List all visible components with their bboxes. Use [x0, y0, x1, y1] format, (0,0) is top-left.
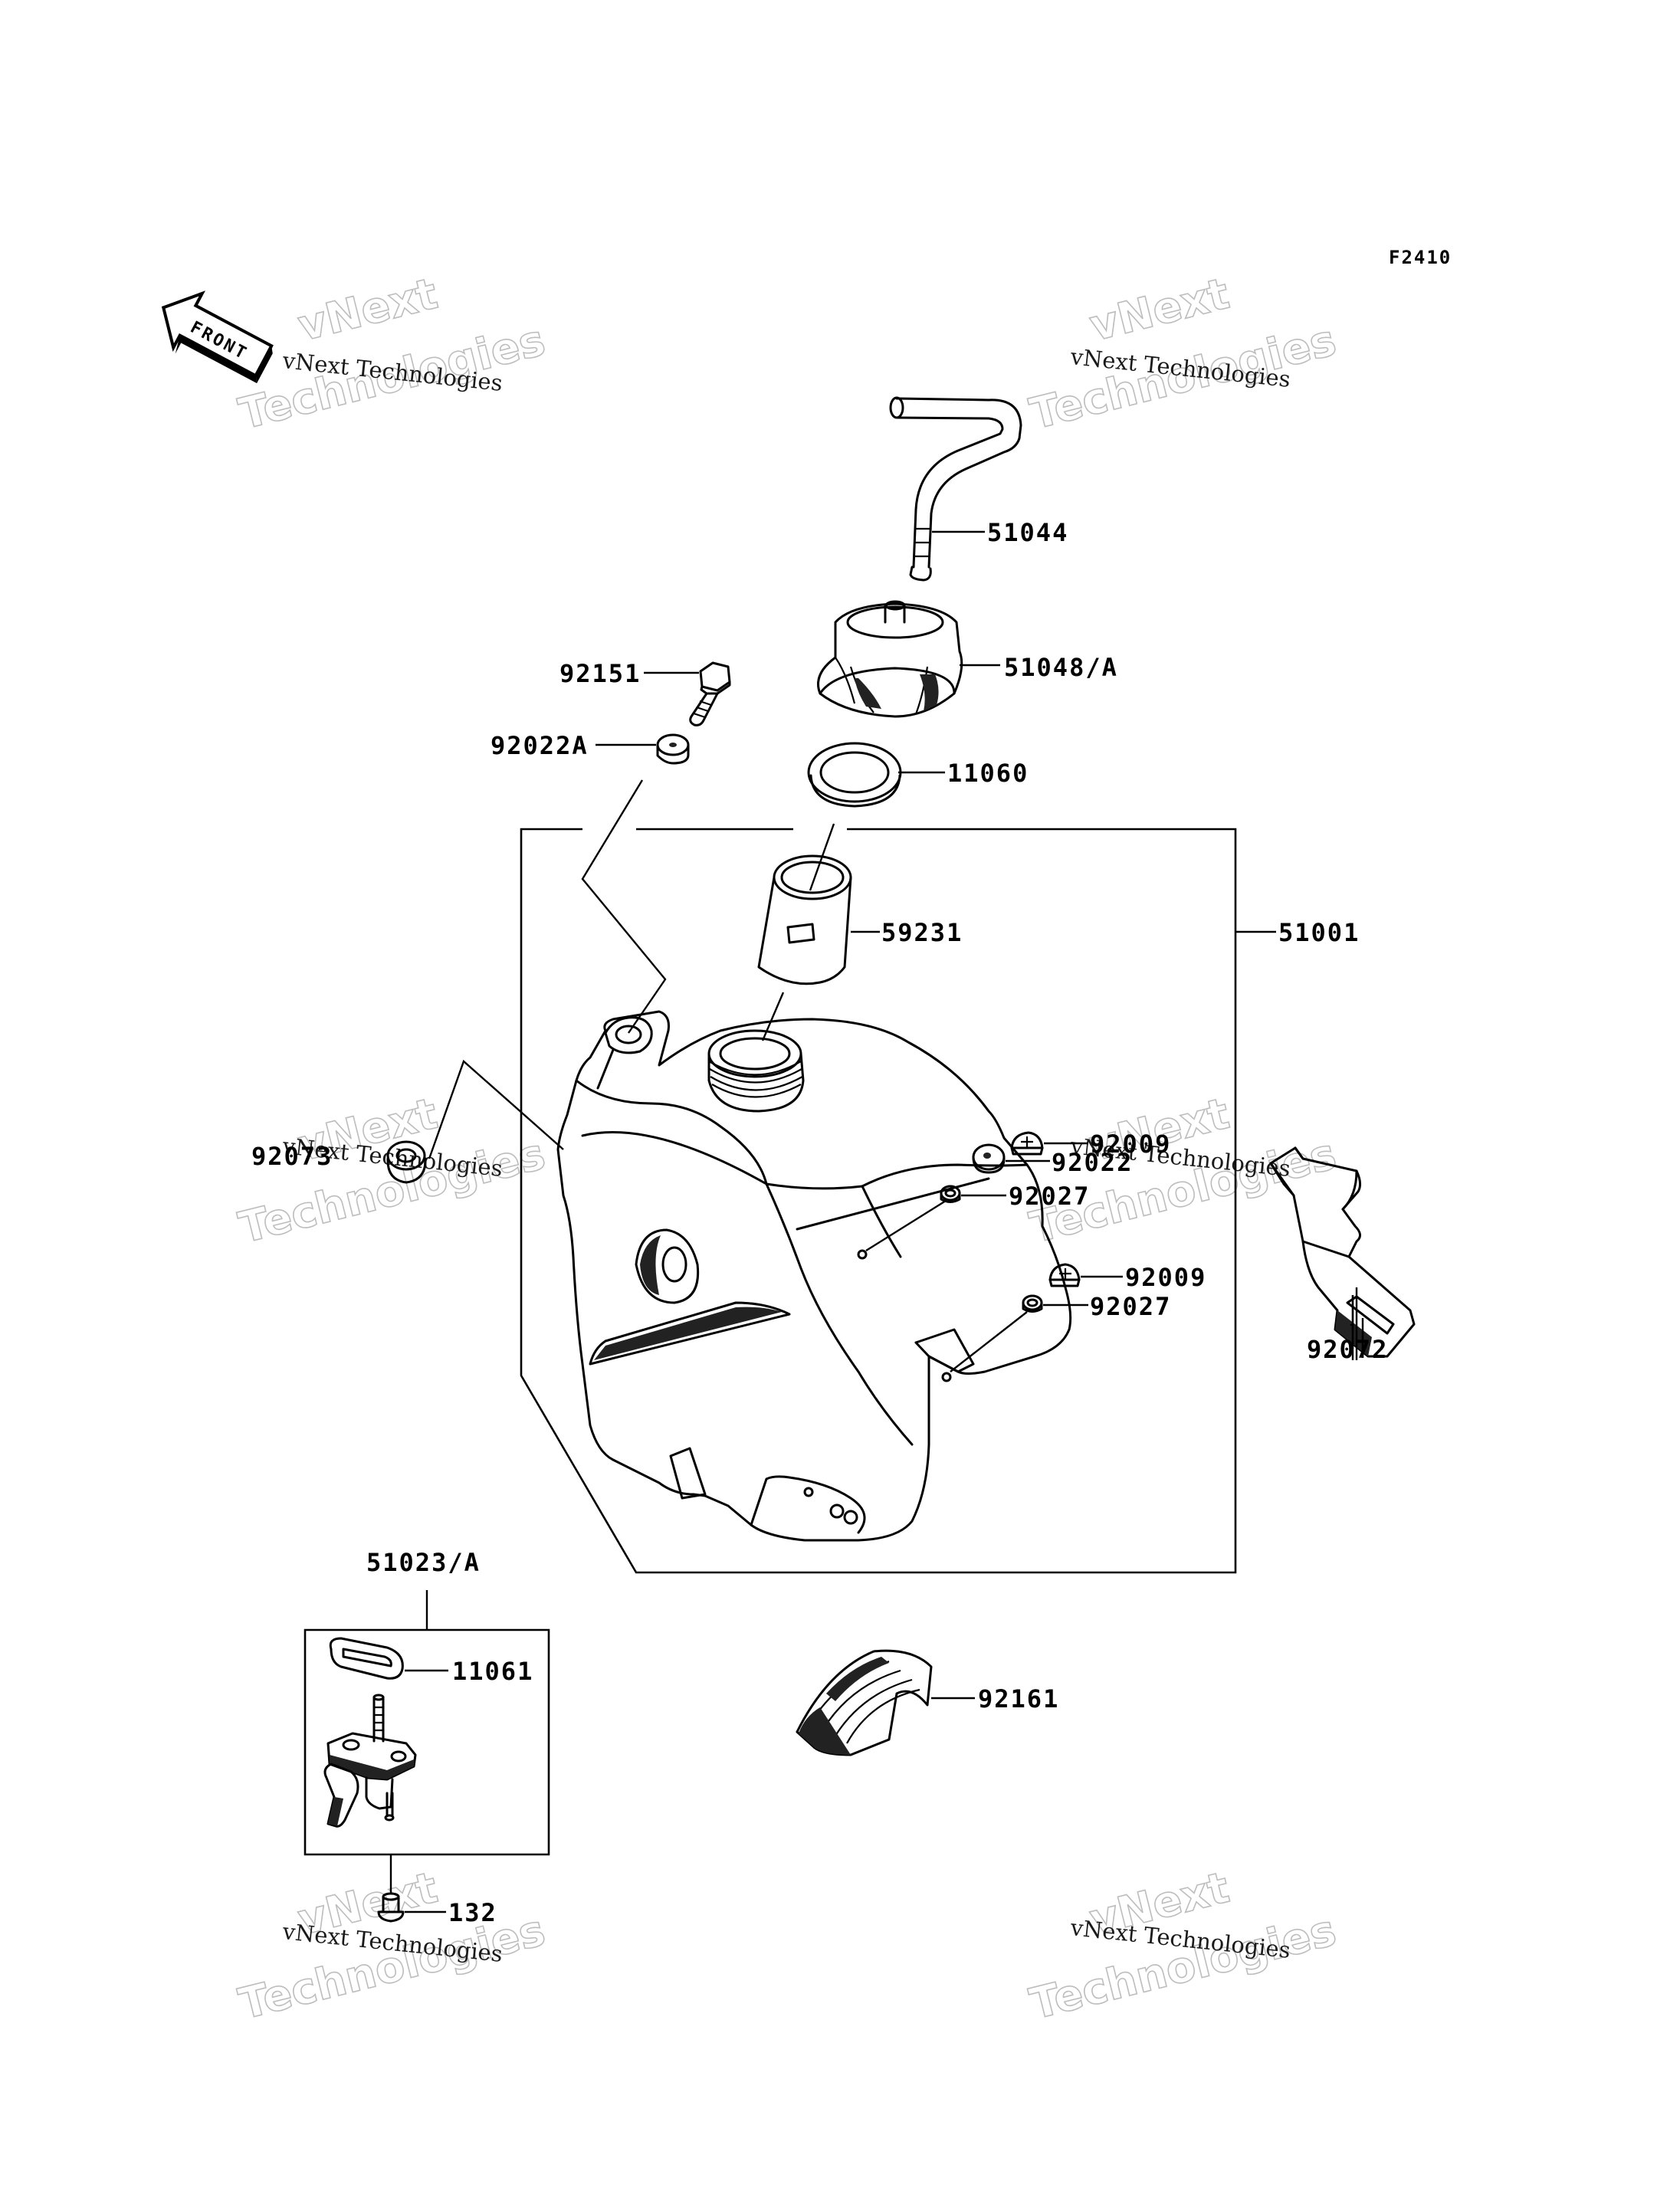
fuel-cock-frame [304, 1628, 550, 1856]
screw-92009-upper [1010, 1131, 1088, 1156]
label-11061: 11061 [452, 1657, 533, 1686]
watermark-line1: vNext [1085, 269, 1235, 352]
label-92161: 92161 [978, 1684, 1059, 1713]
watermark-bottom-left: vNext Technologies vNext Technologies [234, 1862, 551, 2030]
diagram-code: F2410 [1389, 247, 1452, 268]
watermark-mid-left: vNext Technologies vNext Technologies [234, 1088, 551, 1254]
label-92027-upper: 92027 [1009, 1182, 1090, 1211]
washer-92022 [972, 1143, 1050, 1174]
washer-92022a [596, 733, 690, 765]
gasket-11061 [329, 1637, 448, 1680]
gasket-11060 [807, 742, 945, 808]
label-132: 132 [448, 1898, 497, 1927]
breather-hose [889, 396, 1022, 582]
label-51048a: 51048/A [1004, 653, 1118, 682]
watermark-top-right: vNext Technologies vNext Technologies [1025, 268, 1342, 440]
label-59231: 59231 [881, 918, 963, 947]
leader-92022a-mount [581, 779, 667, 1034]
fuel-cock [323, 1694, 417, 1828]
label-92027-lower: 92027 [1090, 1292, 1171, 1321]
label-11060: 11060 [947, 759, 1029, 788]
bolt [644, 661, 731, 726]
screw-92009-lower [1048, 1263, 1123, 1287]
watermark-line1: vNext [294, 269, 443, 352]
front-arrow-icon: FRONT [161, 290, 274, 384]
label-92022: 92022 [1052, 1148, 1133, 1177]
label-51023a: 51023/A [366, 1548, 481, 1577]
label-51001: 51001 [1278, 918, 1360, 947]
nut-92027-upper [865, 1185, 1006, 1252]
label-92151: 92151 [559, 659, 641, 688]
watermark-bottom-right: vNext Technologies vNext Technologies [1025, 1862, 1342, 2030]
label-92009-lower: 92009 [1125, 1263, 1206, 1292]
fuel-filter [757, 823, 880, 1041]
protector-92161 [796, 1649, 975, 1756]
nut-92027-lower [950, 1294, 1088, 1372]
screw-132 [377, 1854, 446, 1923]
grommet-92073 [386, 1059, 564, 1184]
watermark-top-left: vNext Technologies vNext Technologies [234, 268, 551, 440]
label-92009-upper: 92009 [1090, 1130, 1171, 1159]
label-51044: 51044 [987, 518, 1068, 547]
label-92022a: 92022A [491, 731, 589, 760]
label-92073: 92073 [251, 1142, 333, 1171]
watermark-line2: Technologies [235, 1906, 550, 2030]
fuel-tank [556, 1010, 1072, 1542]
tank-assembly-frame [520, 828, 1237, 1574]
label-92072: 92072 [1307, 1335, 1388, 1364]
fuel-cap [817, 600, 1000, 718]
